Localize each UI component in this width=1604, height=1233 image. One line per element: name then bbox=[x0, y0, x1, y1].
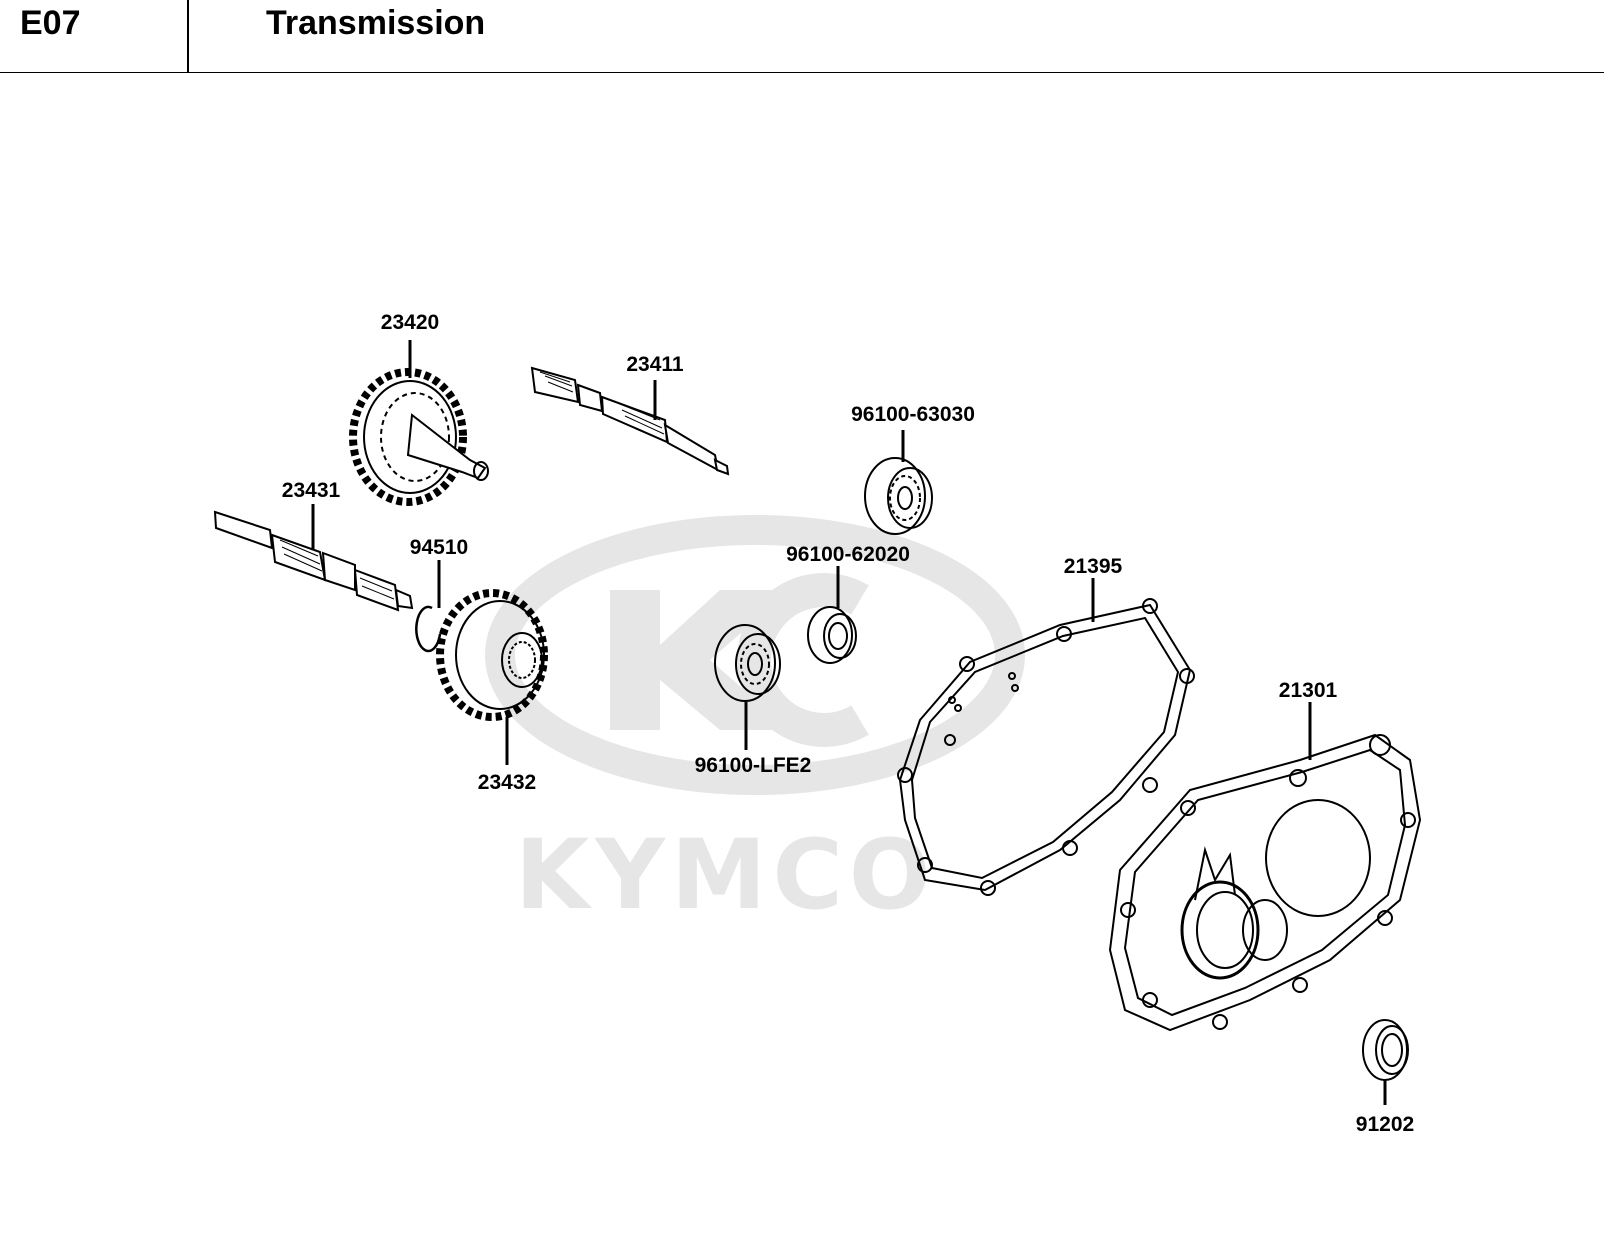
part-label-91202: 91202 bbox=[1356, 1113, 1414, 1136]
part-label-23420: 23420 bbox=[381, 311, 439, 334]
gear-23432 bbox=[436, 589, 548, 721]
transmission-cover-21301 bbox=[1108, 733, 1422, 1032]
shaft-23411 bbox=[530, 366, 730, 476]
part-label-96100-62020: 96100-62020 bbox=[786, 543, 910, 566]
bearing-96100-63030 bbox=[864, 457, 933, 535]
part-label-23431: 23431 bbox=[282, 479, 341, 502]
part-label-96100-LFE2: 96100-LFE2 bbox=[695, 754, 812, 777]
gasket-21395 bbox=[897, 598, 1195, 896]
leader-lines bbox=[311, 340, 1387, 1105]
part-label-94510: 94510 bbox=[410, 536, 468, 559]
page-title: Transmission bbox=[266, 4, 486, 42]
oil-seal-91202 bbox=[1362, 1019, 1409, 1081]
part-label-96100-63030: 96100-63030 bbox=[851, 403, 975, 426]
bearing-96100-62020 bbox=[807, 606, 857, 664]
header-divider bbox=[187, 0, 189, 72]
part-label-21395: 21395 bbox=[1064, 555, 1123, 578]
part-label-23411: 23411 bbox=[626, 353, 684, 376]
gear-23420 bbox=[349, 368, 489, 506]
circlip-94510 bbox=[415, 605, 442, 653]
exploded-parts-diagram: KYMCO bbox=[213, 311, 1422, 1136]
page-header: E07 Transmission bbox=[0, 0, 1604, 73]
part-label-23432: 23432 bbox=[478, 771, 536, 794]
part-label-21301: 21301 bbox=[1279, 679, 1338, 702]
watermark-text: KYMCO bbox=[515, 819, 937, 931]
section-code: E07 bbox=[20, 4, 81, 42]
kymco-watermark-logo bbox=[485, 515, 1025, 795]
shaft-23431 bbox=[213, 510, 414, 612]
bearing-96100-LFE2 bbox=[714, 624, 781, 702]
